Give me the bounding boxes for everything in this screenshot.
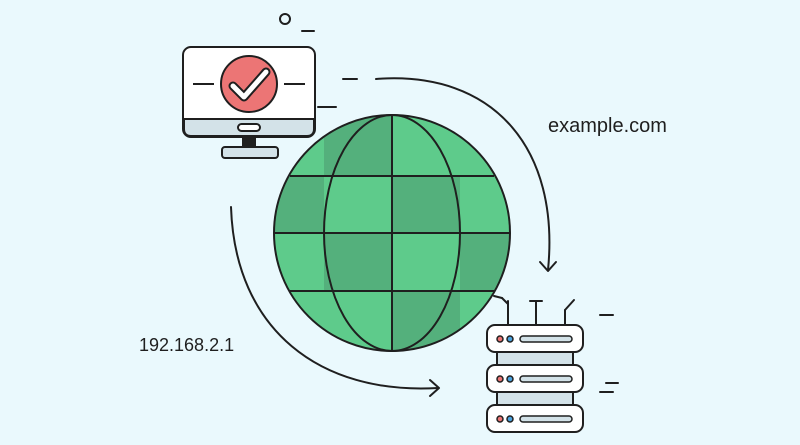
monitor-stand xyxy=(221,146,279,159)
decor-circle xyxy=(279,13,291,25)
arrow-server-response xyxy=(230,206,440,397)
arrowhead xyxy=(539,261,557,272)
monitor-with-checkmark-icon xyxy=(182,46,316,159)
server-antennas xyxy=(493,295,575,326)
globe-icon xyxy=(273,114,511,352)
server-rack-icon xyxy=(486,295,584,433)
server-spacer xyxy=(496,391,574,406)
server-leds xyxy=(496,335,514,423)
domain-label: example.com xyxy=(548,115,667,137)
monitor-power-button xyxy=(237,123,261,132)
server-slots xyxy=(519,335,573,423)
decorative-marks xyxy=(279,13,619,393)
monitor-neck xyxy=(242,136,256,148)
arrowhead xyxy=(429,379,440,397)
arrow-client-to-server xyxy=(375,77,557,272)
ip-address-label: 192.168.2.1 xyxy=(139,335,235,355)
server-spacer xyxy=(496,351,574,366)
